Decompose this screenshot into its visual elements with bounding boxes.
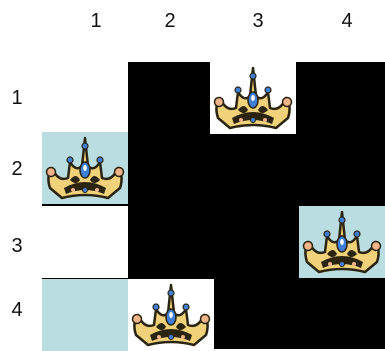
row-label-1: 1 [4,85,30,111]
row-label-4: 4 [4,297,30,323]
column-label-4: 4 [327,8,367,34]
board-cell-r1-c3[interactable] [210,62,296,134]
game-board [42,62,385,349]
board-cell-r4-c2[interactable] [128,279,214,351]
crown-icon [210,62,296,134]
crown-icon [42,132,128,204]
board-cell-r4-c1[interactable] [42,279,128,351]
row-label-2: 2 [4,156,30,182]
crown-icon [299,206,385,278]
column-label-2: 2 [150,8,190,34]
crown-icon [128,279,214,351]
board-cell-r1-c1[interactable] [42,62,128,134]
board-cell-r3-c1[interactable] [42,206,128,278]
row-label-3: 3 [4,233,30,259]
column-label-3: 3 [238,8,278,34]
column-label-1: 1 [76,8,116,34]
board-cell-r2-c1[interactable] [42,132,128,204]
board-cell-r3-c4[interactable] [299,206,385,278]
